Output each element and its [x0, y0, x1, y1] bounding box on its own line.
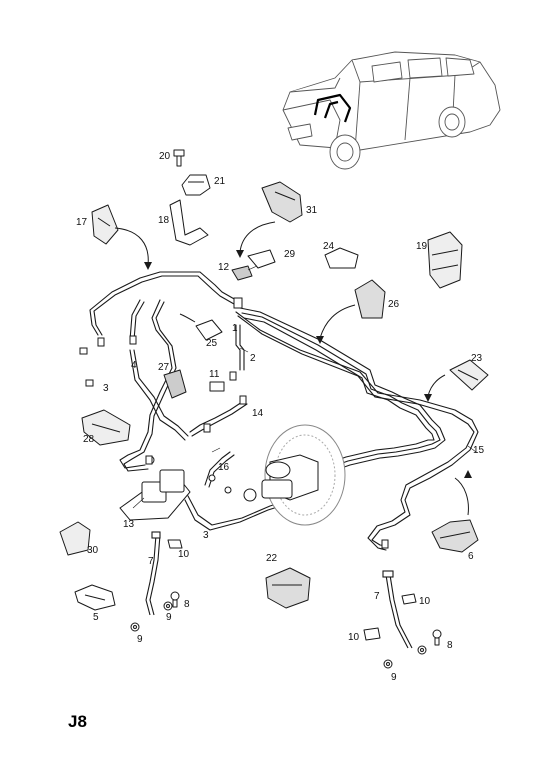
arrow-heads [144, 250, 472, 478]
clip-24 [324, 247, 359, 269]
clip-25 [195, 319, 223, 341]
callout-23: 23 [471, 353, 483, 364]
bolt-8 [170, 591, 180, 608]
brake-pipes [89, 271, 479, 551]
callout-31: 31 [306, 205, 318, 216]
valve-bracket-13 [119, 455, 191, 521]
clip-17 [91, 204, 119, 245]
callout-9-a: 9 [137, 634, 143, 645]
block-11 [209, 381, 225, 392]
pipe-fittings [79, 297, 389, 549]
clip-10-right-a [401, 593, 417, 605]
callout-24: 24 [323, 241, 335, 252]
callout-19: 19 [416, 241, 428, 252]
fitting-16 [208, 474, 232, 494]
callout-29: 29 [284, 249, 296, 260]
callout-14: 14 [252, 408, 264, 419]
callout-22: 22 [266, 553, 278, 564]
clip-28 [81, 409, 131, 446]
leader-lines [132, 265, 477, 509]
clip-5 [74, 584, 116, 611]
bolt-20 [173, 149, 185, 167]
clip-10 [167, 539, 183, 549]
callout-8-right: 8 [447, 640, 453, 651]
clip-23 [449, 359, 489, 391]
callout-6: 6 [468, 551, 474, 562]
clip-21 [181, 174, 211, 196]
washer-9-b [163, 601, 173, 611]
clip-19 [427, 231, 463, 289]
callout-15: 15 [473, 445, 485, 456]
callout-16: 16 [218, 462, 230, 473]
connector-12 [231, 265, 253, 281]
callout-25: 25 [206, 338, 218, 349]
callout-11: 11 [209, 369, 220, 380]
callout-20: 20 [159, 151, 171, 162]
bracket-29 [247, 249, 276, 269]
callout-26: 26 [388, 299, 400, 310]
callout-3-left: 3 [103, 383, 109, 394]
bracket-18 [169, 199, 209, 246]
callout-21: 21 [214, 176, 226, 187]
callout-10-right-b: 10 [348, 632, 360, 643]
callout-9-c: 9 [391, 672, 397, 683]
callout-9-b: 9 [166, 612, 172, 623]
callout-30: 30 [87, 545, 99, 556]
clip-31 [261, 181, 303, 223]
clip-10-right-b [363, 627, 381, 641]
callout-18: 18 [158, 215, 170, 226]
vehicle-illustration [282, 51, 501, 170]
callout-17: 17 [76, 217, 88, 228]
connector-27 [163, 369, 187, 399]
washer-9-d [417, 645, 427, 655]
clip-26 [354, 279, 386, 319]
callout-2: 2 [250, 353, 256, 364]
callout-7-left: 7 [148, 556, 154, 567]
page-code: J8 [68, 712, 87, 731]
callout-10-left: 10 [178, 549, 190, 560]
callout-8-left: 8 [184, 599, 190, 610]
washer-9 [130, 622, 140, 632]
brake-servo-master-cylinder [243, 424, 346, 526]
callout-7-right: 7 [374, 591, 380, 602]
callout-10-right-a: 10 [419, 596, 431, 607]
callout-13: 13 [123, 519, 135, 530]
callout-3-bottom: 3 [203, 530, 209, 541]
callout-12: 12 [218, 262, 230, 273]
callout-28: 28 [83, 434, 95, 445]
bolt-8-right [432, 629, 442, 646]
clip-30 [59, 521, 91, 556]
flex-hoses-7 [145, 531, 413, 649]
pointer-arrows [114, 221, 469, 516]
clip-22 [265, 567, 311, 609]
clip-6 [431, 519, 479, 553]
callout-5: 5 [93, 612, 99, 623]
vehicle-brake-pipe-highlight [313, 93, 352, 123]
callout-4: 4 [131, 360, 137, 371]
washer-9-c [383, 659, 393, 669]
callout-1: 1 [232, 323, 238, 334]
callout-27: 27 [158, 362, 170, 373]
